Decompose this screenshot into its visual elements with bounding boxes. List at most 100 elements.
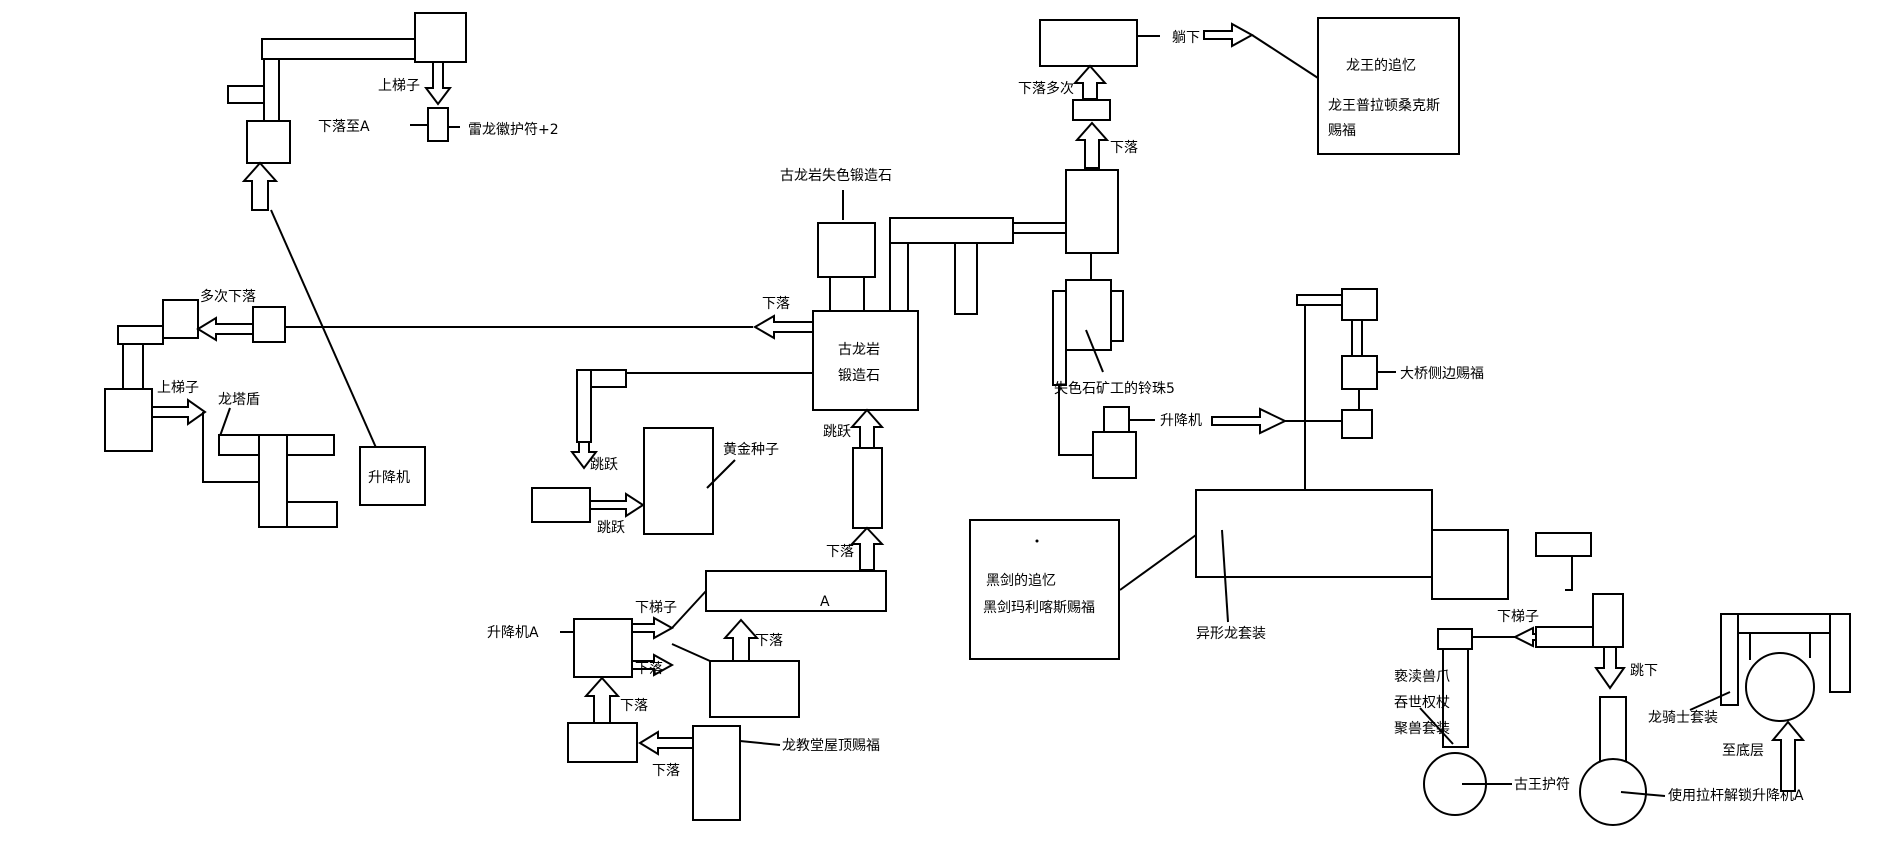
thunder-dragon-talisman-label: 雷龙徽护符+2 [468,122,559,138]
left-arrow-ladder [1512,626,1537,648]
lost-color-stone-room [817,222,876,278]
jump-down-label: 跳下 [1630,663,1658,679]
dragonlord-memory-label: 龙王的追忆 [1346,58,1416,74]
lie-down-label: 躺下 [1172,30,1200,46]
fall-left-label: 下落 [762,296,790,312]
climb-ladder-left-label: 上梯子 [157,380,199,396]
shield-room-side [286,501,338,528]
black-blade-memory-box [969,519,1120,660]
knight-corridor [1737,613,1831,634]
jump-down-room [1592,593,1624,648]
miner-bell-bearing-label: 失色石矿工的铃珠5 [1054,380,1175,397]
fall-bottom-4-label: 下落 [652,763,680,779]
black-blade-grace-label: 黑剑玛利喀斯赐福 [983,600,1095,616]
dragonlord-grace-label-1: 龙王普拉顿桑克斯 [1328,98,1440,114]
down-arrow-ladder-top [424,61,452,106]
line-to-lower-room [671,643,711,662]
beast-items-label-1: 亵渎兽爪 [1394,668,1450,685]
jump-center-label: 跳跃 [823,424,851,440]
lift-right-room [1103,406,1130,433]
fall-bottom-1-label: 下落 [635,661,663,677]
left-arrow-fall-center [753,314,814,340]
top-left-corridor [261,38,416,60]
fall-multiple-left-label: 多次下落 [200,288,256,305]
bridge-connector [1351,319,1363,357]
miner-shaft [1052,290,1067,386]
top-left-vertical-corridor [263,58,280,122]
beast-room [1442,648,1469,748]
lower-room [709,660,800,718]
left-lower-room [104,388,153,452]
leader-line [706,459,736,489]
leader-line [1085,329,1104,373]
left-arrow-church [638,730,694,756]
alien-dragon-side-room [1431,529,1509,600]
up-arrow-fall-multiple [1072,64,1108,100]
bottom-left-room [567,722,638,763]
left-fall-room [252,306,286,343]
black-blade-memory-label: 黑剑的追忆 [986,573,1056,589]
beast-items-label-3: 聚兽套装 [1394,721,1450,737]
upper-corridor-drop [954,242,978,315]
marker-dot [1035,539,1039,543]
dragon-tower-shield-label: 龙塔盾 [218,392,260,408]
top-left-stub [227,85,265,104]
lie-down-room [1039,19,1138,67]
beast-items-label-2: 吞世权杖 [1394,695,1450,711]
leader-line [1620,791,1666,797]
leader-line [1689,691,1731,711]
lift-a-label: 升降机A [487,625,539,641]
talisman-room [427,107,449,142]
connector [1565,556,1573,591]
lift-right-lower-room [1092,431,1137,479]
fall-bottom-3-label: 下落 [620,698,648,714]
dragon-knight-set-label: 龙骑士套装 [1648,710,1718,726]
to-bottom-label: 至底层 [1722,743,1764,759]
right-arrow-lift-a-ladder [631,616,675,640]
miner-room [1065,279,1112,351]
line-to-dragonlord [1251,34,1319,79]
knight-right-pillar [1829,613,1851,693]
right-arrow-climb-ladder [151,398,207,426]
down-arrow-jump [570,441,598,470]
climb-ladder-right-label: 下梯子 [1497,609,1539,625]
climb-ladder-bottom-label: 下梯子 [635,600,677,616]
line-miner-to-lift [1058,385,1093,456]
golden-seed-room [643,427,714,535]
ancient-dragon-stone-room [812,310,919,411]
fall-to-a-bar-label: 下落 [826,544,854,560]
up-arrow-jump-to-stone [849,408,885,449]
up-arrow-fall-top [1074,121,1110,169]
up-arrow-to-bottom [1770,720,1806,792]
bridge-top-room [1341,288,1378,321]
line-lift-to-top [270,209,386,469]
lever-lift-a-label: 使用拉杆解锁升降机A [1668,787,1804,804]
ancient-dragon-stone-label-1: 古龙岩 [838,342,880,358]
jump-corridor-vertical [576,369,592,443]
beast-room-top [1437,628,1473,650]
up-arrow-a-to-shaft [849,526,885,571]
right-arrow-jump-to-seed [589,492,645,518]
left-arrow-fall-multiple [196,316,254,342]
left-upper-room [162,299,199,339]
dragon-church-roof-label: 龙教堂屋顶赐福 [782,738,880,754]
ladder-top-room [1535,532,1592,557]
jump-shaft [852,447,883,529]
leader-line [1221,529,1229,623]
alien-dragon-room [1195,489,1433,578]
lift-left-room [359,446,426,506]
church-roof-room [692,725,741,821]
golden-seed-label: 黄金种子 [723,441,779,458]
fall-bottom-2-label: 下落 [755,633,783,649]
bridge-side-grace-label: 大桥侧边赐福 [1400,366,1484,382]
top-left-lower-room [246,120,291,164]
bridge-top-stub [1296,294,1344,306]
left-corridor [117,325,164,345]
line-to-a [671,590,707,629]
bridge-lower-room [1341,409,1373,439]
right-arrow-lie-down [1203,22,1255,48]
dragonlord-grace-label-2: 赐福 [1328,123,1356,139]
jump-room [531,487,591,523]
up-arrow-lower-room [722,618,760,662]
up-arrow-to-lift-a [583,676,621,724]
